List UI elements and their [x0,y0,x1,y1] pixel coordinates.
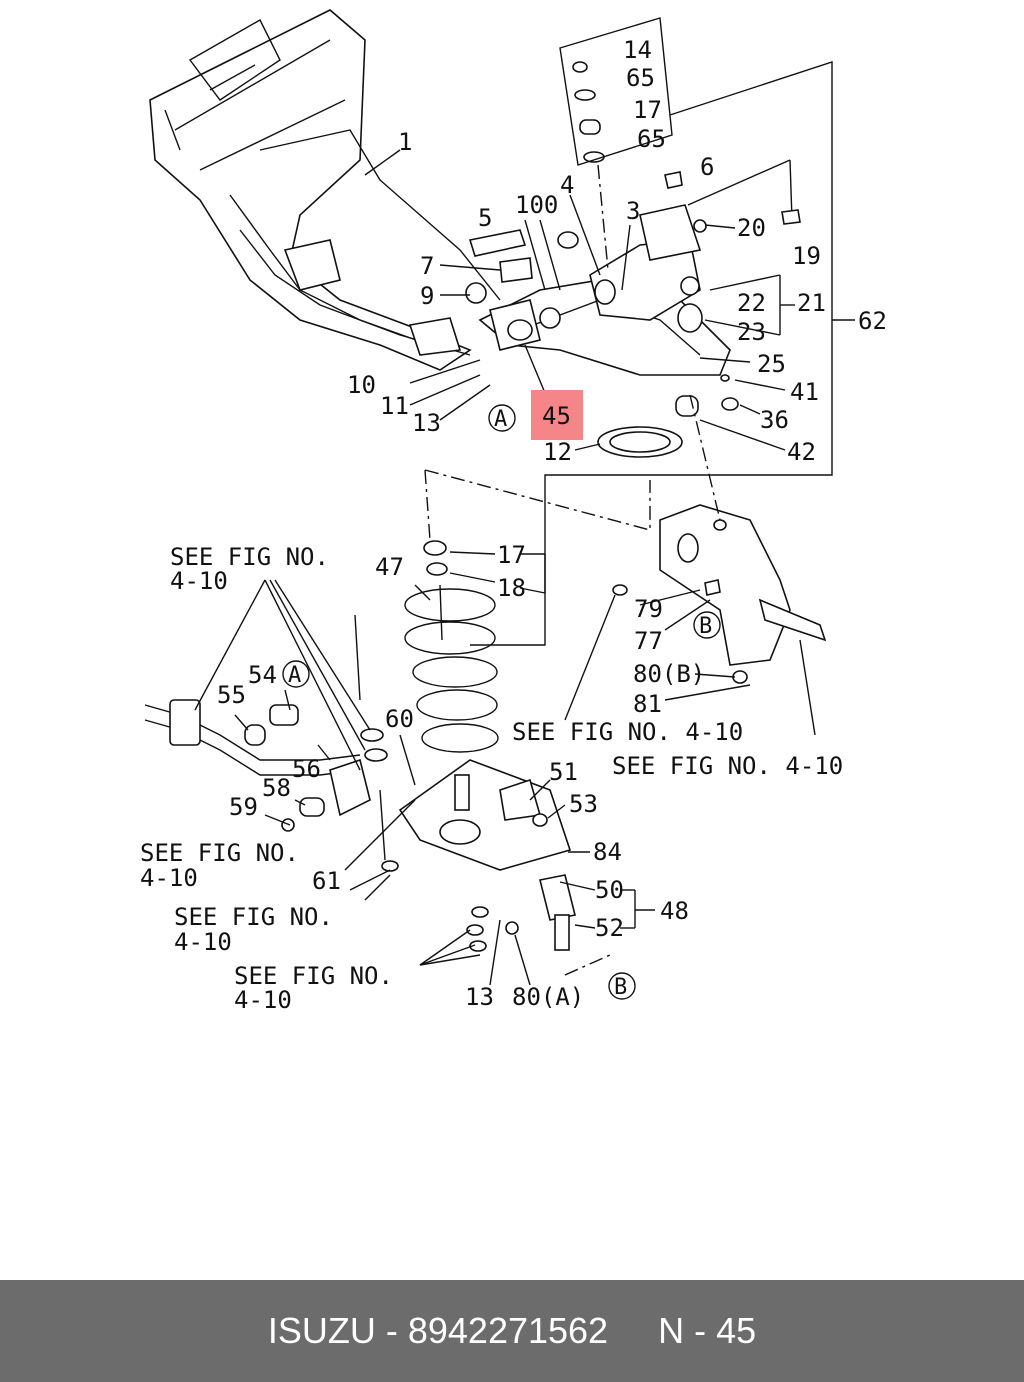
callout-a: A [288,663,301,688]
callout-54: 54 [248,661,277,689]
part-number: 8942271562 [407,1310,609,1351]
callout-4: 4 [560,171,574,199]
callout-1: 1 [398,128,412,156]
callout-51: 51 [549,758,578,786]
callout-55: 55 [217,681,246,709]
part-info-footer: ISUZU - 8942271562 N - 45 [0,1280,1024,1382]
callout-42: 42 [787,438,816,466]
position-label: N - 45 [658,1310,757,1351]
figure-references: SEE FIG NO. 4-10 SEE FIG NO. 4-10 SEE FI… [140,543,843,1014]
exploded-view-drawing: 14 65 17 65 6 1 4 3 5 100 20 19 7 9 22 2… [140,9,887,1014]
callout-80-b: 80(B) [633,660,705,688]
callout-61: 61 [312,867,341,895]
callout-58: 58 [262,774,291,802]
leader-lines [194,17,855,986]
stabilizer-link [144,614,487,952]
parts-diagram: 14 65 17 65 6 1 4 3 5 100 20 19 7 9 22 2… [140,9,887,1014]
callout-a: A [494,407,507,432]
separator: - [375,1310,408,1351]
callout-labels: 14 65 17 65 6 1 4 3 5 100 20 19 7 9 22 2… [217,36,887,1011]
callout-6: 6 [700,153,714,181]
lower-bracket [398,759,576,951]
callout-50: 50 [595,876,624,904]
see-fig-ref: SEE FIG NO. [174,903,333,931]
callout-17: 17 [633,96,662,124]
ref-circle-b [608,972,636,1000]
callout-79: 79 [634,595,663,623]
callout-b: B [614,975,627,1000]
lower-control-arm [478,204,731,376]
see-fig-ref-number: 4-10 [140,864,198,892]
highlight-box-45 [531,390,583,440]
callout-80-a: 80(A) [512,983,584,1011]
callout-20: 20 [737,214,766,242]
callout-53: 53 [569,790,598,818]
ref-circle-a [488,404,516,432]
ref-circle-b [693,611,721,639]
see-fig-ref: SEE FIG NO. [170,543,329,571]
upper-small-parts [465,61,801,458]
callout-13: 13 [465,983,494,1011]
see-fig-ref: SEE FIG NO. [140,839,299,867]
callout-22: 22 [737,289,766,317]
callout-25: 25 [757,350,786,378]
callout-45: 45 [542,402,571,430]
callout-65: 65 [626,64,655,92]
callout-12: 12 [543,438,572,466]
callout-18: 18 [497,574,526,602]
callout-62: 62 [858,307,887,335]
callout-19: 19 [792,242,821,270]
callout-56: 56 [292,755,321,783]
see-fig-ref-number: 4-10 [234,986,292,1014]
see-fig-ref-number: 4-10 [174,928,232,956]
callout-52: 52 [595,914,624,942]
callout-60: 60 [385,705,414,733]
callout-3: 3 [626,197,640,225]
see-fig-ref-number: 4-10 [170,567,228,595]
see-fig-ref: SEE FIG NO. 4-10 [512,718,743,746]
coil-spring [404,540,499,753]
ref-circle-a [282,660,310,688]
callout-48: 48 [660,897,689,925]
callout-81: 81 [633,690,662,718]
callout-65: 65 [637,125,666,153]
callout-11: 11 [380,392,409,420]
callout-59: 59 [229,793,258,821]
callout-23: 23 [737,318,766,346]
see-fig-ref: SEE FIG NO. [234,962,393,990]
callout-5: 5 [478,204,492,232]
callout-13: 13 [412,409,441,437]
callout-9: 9 [420,282,434,310]
see-fig-ref: SEE FIG NO. 4-10 [612,752,843,780]
callout-77: 77 [634,627,663,655]
callout-36: 36 [760,406,789,434]
brand-name: ISUZU [267,1310,376,1351]
callout-7: 7 [420,252,434,280]
callout-b: B [699,614,712,639]
steering-knuckle [612,504,827,684]
callout-17: 17 [497,541,526,569]
callout-10: 10 [347,371,376,399]
callout-100: 100 [515,191,558,219]
frame-crossmember [149,9,501,371]
callout-14: 14 [623,36,652,64]
callout-21: 21 [797,289,826,317]
callout-41: 41 [790,378,819,406]
callout-84: 84 [593,838,622,866]
callout-47: 47 [375,553,404,581]
spacer [608,1310,658,1352]
